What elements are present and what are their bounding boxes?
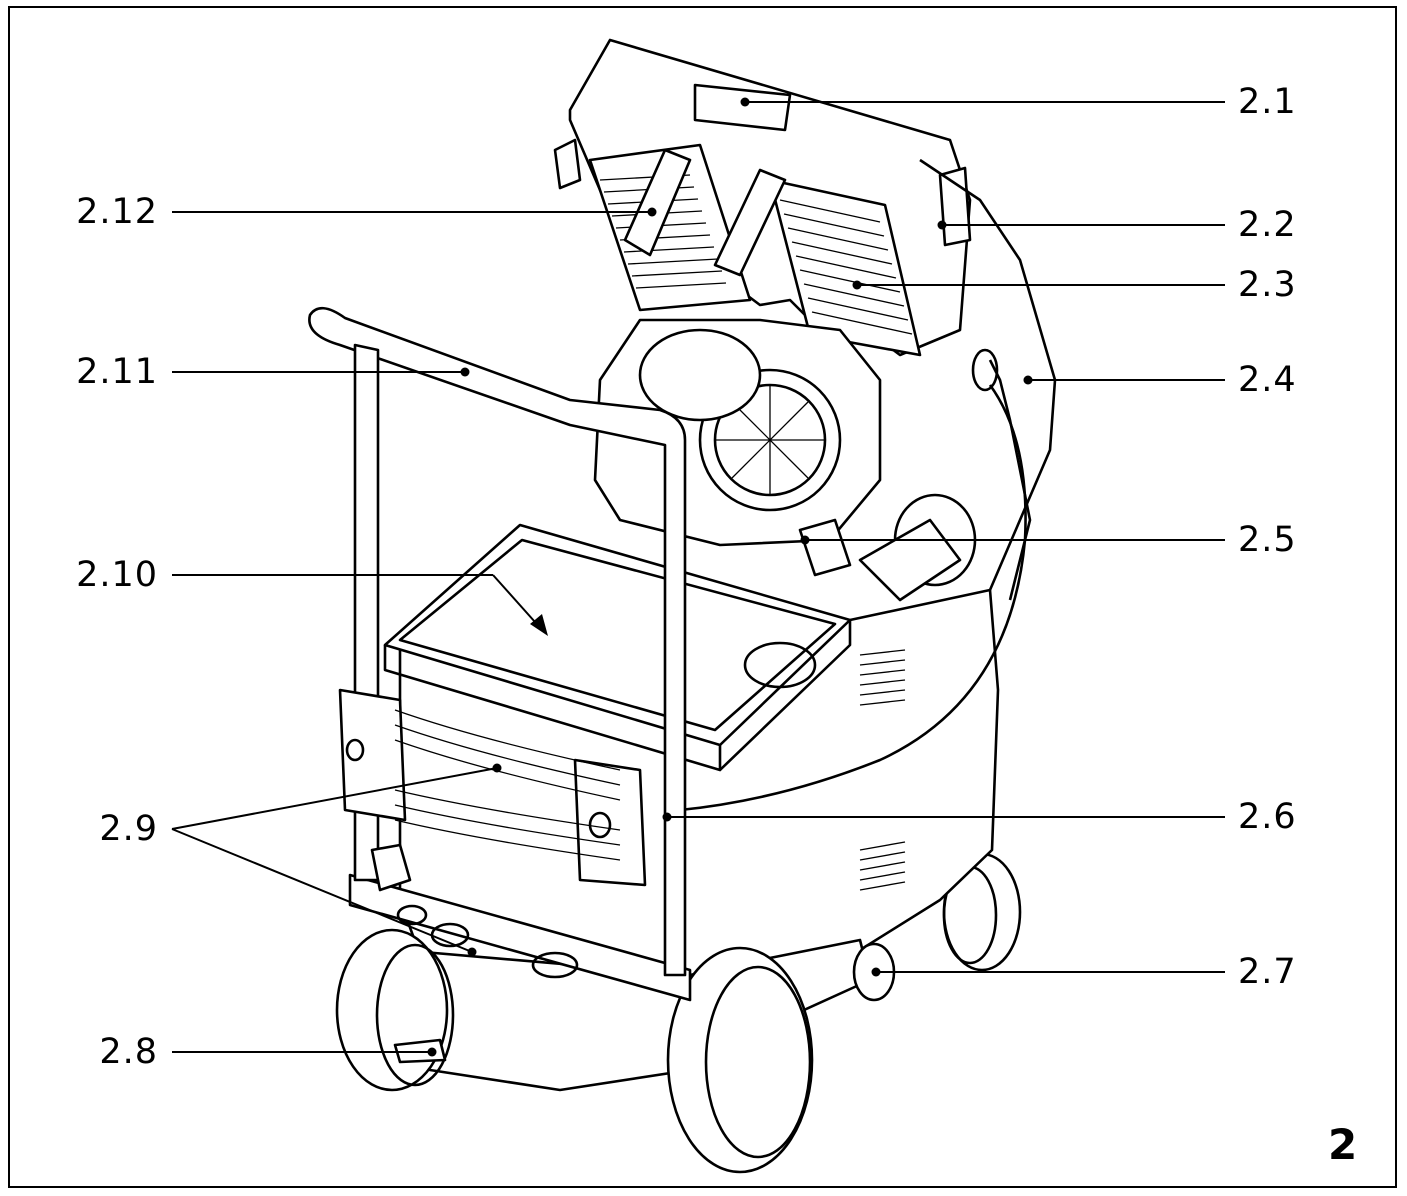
callout-2-8: 2.8: [99, 1032, 158, 1072]
callout-2-9: 2.9: [99, 809, 158, 849]
vacuum-body: [308, 38, 1057, 1174]
figure-number: 2: [1328, 1120, 1358, 1169]
callout-2-11: 2.11: [76, 352, 158, 392]
callout-2-6: 2.6: [1238, 797, 1297, 837]
callout-2-5: 2.5: [1238, 520, 1297, 560]
callout-2-4: 2.4: [1238, 360, 1297, 400]
callout-2-7: 2.7: [1238, 952, 1297, 992]
leader-lines: [171, 97, 1225, 1057]
figure-frame: [8, 6, 1397, 1188]
callout-2-3: 2.3: [1238, 265, 1297, 305]
callout-2-10: 2.10: [76, 555, 158, 595]
callout-2-2: 2.2: [1238, 205, 1297, 245]
callout-2-12: 2.12: [76, 192, 158, 232]
callout-2-1: 2.1: [1238, 82, 1297, 122]
